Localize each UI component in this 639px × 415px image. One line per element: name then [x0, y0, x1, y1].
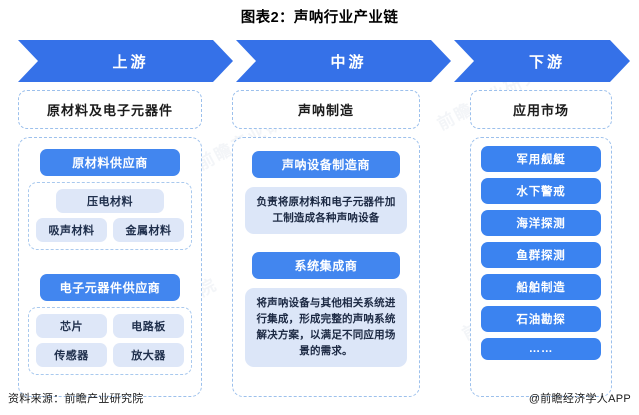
midstream-body: 声呐设备制造商 负责将原材料和电子元器件加工制造成各种声呐设备 系统集成商 将声… — [232, 137, 420, 397]
chip-item: 吸声材料 — [36, 218, 107, 242]
midstream-block-title-integrator: 系统集成商 — [252, 251, 400, 279]
downstream-item: …… — [481, 338, 601, 360]
midstream-block-title-manufacturer: 声呐设备制造商 — [252, 151, 400, 178]
column-downstream: 应用市场 军用舰艇 水下警戒 海洋探测 鱼群探测 船舶制造 石油勘探 …… — [470, 90, 612, 397]
stage-arrow-downstream: 下游 — [454, 40, 630, 82]
source-note: 资料来源：前瞻产业研究院 — [8, 393, 144, 405]
column-midstream: 声呐制造 声呐设备制造商 负责将原材料和电子元器件加工制造成各种声呐设备 系统集… — [232, 90, 420, 397]
chip-item: 金属材料 — [113, 218, 184, 242]
column-upstream: 原材料及电子元器件 原材料供应商 压电材料 吸声材料 金属材料 电子元器件供应商… — [18, 90, 202, 397]
downstream-item: 海洋探测 — [481, 210, 601, 236]
stage-label-upstream: 上游 — [112, 53, 149, 71]
downstream-item: 军用舰艇 — [481, 146, 601, 172]
stage-arrow-midstream: 中游 — [236, 40, 451, 82]
midstream-header: 声呐制造 — [232, 90, 420, 129]
chip-item: 传感器 — [36, 343, 107, 367]
downstream-body: 军用舰艇 水下警戒 海洋探测 鱼群探测 船舶制造 石油勘探 …… — [470, 137, 612, 397]
upstream-group-title-raw-materials: 原材料供应商 — [40, 149, 180, 176]
chip-row: 吸声材料 金属材料 — [36, 218, 184, 242]
downstream-item: 水下警戒 — [481, 178, 601, 204]
upstream-group-items-raw-materials: 压电材料 吸声材料 金属材料 — [28, 182, 192, 250]
downstream-item: 石油勘探 — [481, 306, 601, 332]
chip-item: 电路板 — [113, 314, 184, 338]
midstream-block-desc-integrator: 将声呐设备与其他相关系统进行集成，形成完整的声呐系统解决方案，以满足不同应用场景… — [245, 287, 407, 367]
downstream-item: 鱼群探测 — [481, 242, 601, 268]
downstream-header: 应用市场 — [470, 90, 612, 129]
stage-label-downstream: 下游 — [528, 53, 565, 71]
midstream-block-desc-manufacturer: 负责将原材料和电子元器件加工制造成各种声呐设备 — [245, 187, 407, 234]
upstream-group-title-components: 电子元器件供应商 — [40, 274, 180, 301]
stage-banner: 上游 中游 下游 — [18, 40, 630, 82]
upstream-header: 原材料及电子元器件 — [18, 90, 202, 129]
chip-row: 传感器 放大器 — [36, 343, 184, 367]
chip-item: 放大器 — [113, 343, 184, 367]
credit-note: @前瞻经济学人APP — [528, 393, 631, 405]
chip-item: 芯片 — [36, 314, 107, 338]
downstream-item: 船舶制造 — [481, 274, 601, 300]
chip-row: 芯片 电路板 — [36, 314, 184, 338]
chip-item: 压电材料 — [56, 189, 164, 213]
stage-arrow-upstream: 上游 — [18, 40, 233, 82]
spacer — [242, 234, 410, 248]
stage-label-midstream: 中游 — [330, 53, 367, 71]
upstream-body: 原材料供应商 压电材料 吸声材料 金属材料 电子元器件供应商 芯片 电路板 传感… — [18, 137, 202, 397]
upstream-group-items-components: 芯片 电路板 传感器 放大器 — [28, 307, 192, 375]
chart-title: 图表2：声呐行业产业链 — [240, 10, 399, 26]
